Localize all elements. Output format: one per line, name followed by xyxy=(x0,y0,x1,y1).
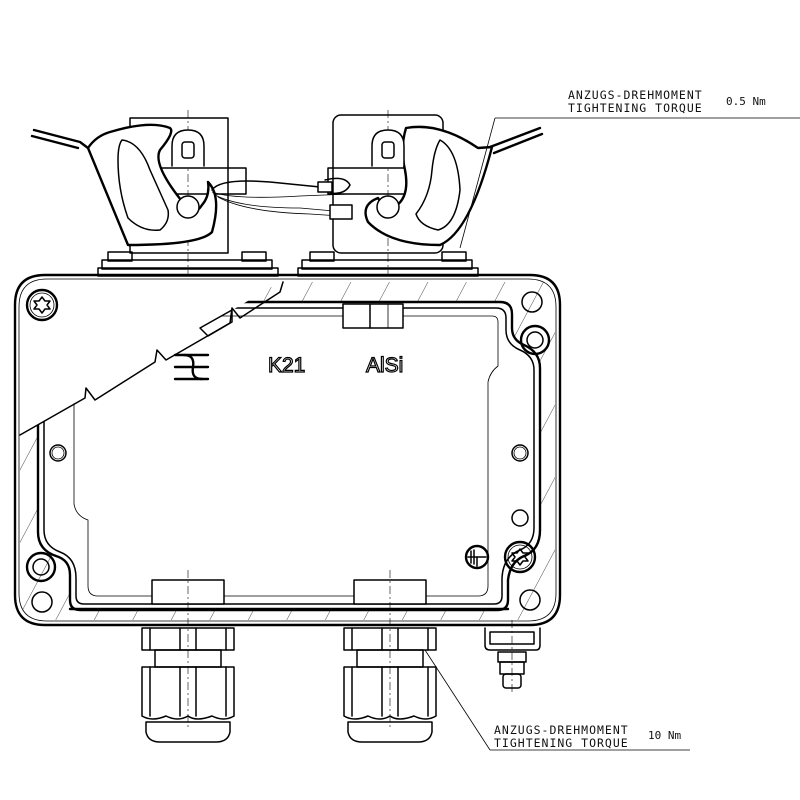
torque-label-bottom-de: ANZUGS-DREHMOMENT xyxy=(494,723,629,737)
material-marking: AlSi xyxy=(365,353,404,377)
inner-holes xyxy=(49,444,541,611)
enclosure-body xyxy=(13,273,562,730)
section-break-line xyxy=(19,281,284,436)
torx-screw-bottom-right xyxy=(503,540,537,574)
cable-gland-right xyxy=(343,627,437,743)
connector-right xyxy=(297,110,544,277)
torque-value-top: 0.5 Nm xyxy=(726,95,766,108)
material-code-marking: K21 xyxy=(267,353,306,377)
leader-lines xyxy=(424,117,800,751)
torque-label-bottom-en: TIGHTENING TORQUE xyxy=(494,736,629,750)
cable-gland-left xyxy=(141,627,235,743)
wire-rope xyxy=(211,177,353,220)
mounting-hole-right-top xyxy=(519,291,551,356)
torx-screw-top-left xyxy=(25,288,59,322)
torque-label-top-de: ANZUGS-DREHMOMENT xyxy=(568,88,703,102)
ground-symbol xyxy=(464,544,490,570)
torque-value-bottom: 10 Nm xyxy=(648,729,682,742)
mounting-hole-left-bottom xyxy=(25,551,57,613)
torque-label-top-en: TIGHTENING TORQUE xyxy=(568,101,703,115)
explosion-protection-symbol xyxy=(173,353,210,381)
ground-stud xyxy=(484,620,541,694)
connector-left xyxy=(30,110,279,277)
